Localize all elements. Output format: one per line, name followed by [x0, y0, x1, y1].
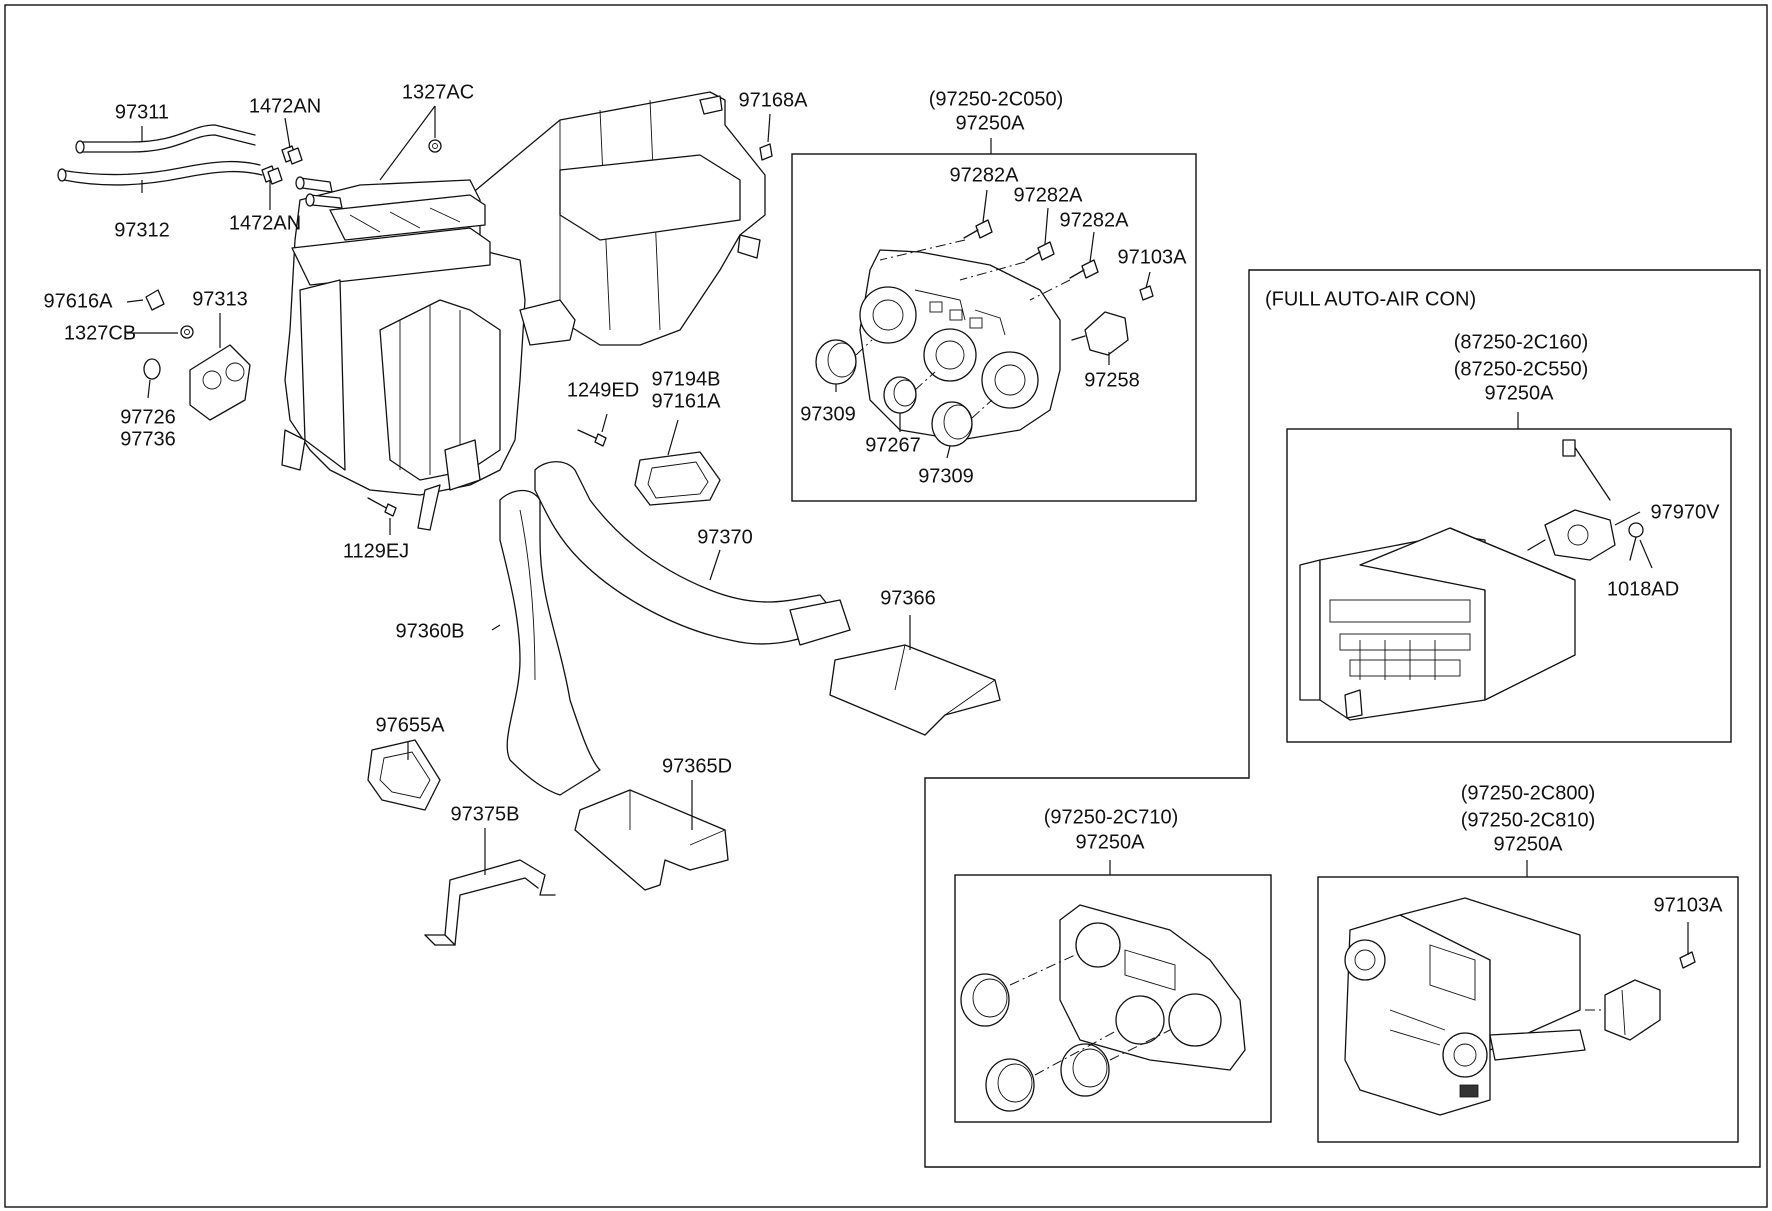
plate-97313	[189, 344, 251, 421]
label-97370: 97370	[697, 526, 753, 548]
label-97103a-2c800: 97103A	[1654, 894, 1724, 916]
label-97366: 97366	[880, 587, 936, 609]
screw-1129ej-icon	[367, 497, 397, 517]
label-97309-left: 97309	[800, 403, 856, 425]
label-97726: 97726	[120, 406, 176, 428]
actuator-97258	[1071, 311, 1129, 356]
label-full-auto-code2: (87250-2C550)	[1454, 358, 1589, 380]
label-2c800-code2: (97250-2C810)	[1461, 809, 1596, 831]
control-2c710-assembly	[960, 904, 1246, 1112]
label-control-std-code: (97250-2C050)	[929, 88, 1064, 110]
label-97311: 97311	[115, 101, 169, 123]
label-1327ac: 1327AC	[402, 81, 474, 103]
full-auto-control-unit	[1299, 439, 1644, 721]
control-std-box	[791, 153, 1197, 502]
screw-1018ad-icon	[1628, 522, 1644, 561]
control-std-assembly	[815, 219, 1154, 447]
label-1327cb: 1327CB	[64, 322, 136, 344]
label-1129ej: 1129EJ	[343, 540, 409, 562]
label-97616a: 97616A	[44, 290, 114, 312]
gasket-97161a	[634, 451, 721, 506]
label-2c800-code1: (97250-2C800)	[1461, 782, 1596, 804]
label-97258: 97258	[1084, 369, 1140, 391]
knob-97309-right	[931, 401, 973, 447]
vent-97365d	[574, 789, 729, 891]
label-97313: 97313	[192, 288, 248, 310]
label-2c710-part: 97250A	[1076, 831, 1146, 853]
label-97970v: 97970V	[1651, 501, 1721, 523]
label-97312: 97312	[114, 219, 170, 241]
label-97655a: 97655A	[376, 714, 446, 736]
gasket-97655a	[367, 739, 441, 811]
label-97103a: 97103A	[1118, 246, 1188, 268]
label-97375b: 97375B	[451, 803, 520, 825]
control-2c800-assembly	[1344, 897, 1696, 1116]
outer-frame	[4, 4, 1768, 1208]
heater-pipes	[295, 176, 343, 209]
label-97736: 97736	[120, 428, 176, 450]
vent-97366	[829, 644, 1001, 736]
label-97161a: 97161A	[652, 390, 722, 412]
label-1018ad: 1018AD	[1607, 578, 1679, 600]
label-97282a-2: 97282A	[1014, 184, 1084, 206]
control-2c710-box	[954, 874, 1272, 1123]
label-2c710-code: (97250-2C710)	[1044, 806, 1179, 828]
label-97282a-3: 97282A	[1060, 209, 1130, 231]
label-97194b: 97194B	[652, 368, 721, 390]
label-control-std-part: 97250A	[956, 112, 1026, 134]
label-97267: 97267	[865, 434, 921, 456]
leader-lines	[126, 105, 1689, 955]
knob-2c710-left	[960, 973, 1010, 1027]
knob-2c710-bottom-left	[985, 1058, 1035, 1112]
label-97365d: 97365D	[662, 755, 732, 777]
control-2c800-box	[1317, 876, 1739, 1143]
label-1249ed: 1249ED	[567, 379, 639, 401]
actuator-2c800	[1585, 979, 1661, 1041]
o-ring-97726-icon	[143, 358, 161, 380]
screw-97282a-3-icon	[1081, 259, 1099, 279]
heater-hoses	[57, 124, 263, 186]
pin-97168a-icon	[759, 143, 773, 161]
knob-2c710-bottom-right	[1060, 1043, 1110, 1097]
label-97282a-1: 97282A	[950, 164, 1020, 186]
bracket-97375b	[424, 859, 556, 946]
label-full-auto-code1: (87250-2C160)	[1454, 331, 1589, 353]
label-full-auto-part: 97250A	[1485, 382, 1555, 404]
label-97360b: 97360B	[396, 620, 465, 642]
label-1472an-bottom: 1472AN	[229, 212, 301, 234]
screw-97282a-2-icon	[1037, 241, 1055, 261]
label-2c800-part: 97250A	[1494, 833, 1564, 855]
nut-1327ac-icon	[428, 139, 442, 153]
label-1472an-top: 1472AN	[249, 95, 321, 117]
label-97309-right: 97309	[918, 465, 974, 487]
duct-97360b	[499, 489, 601, 796]
label-full-auto-title: (FULL AUTO-AIR CON)	[1265, 288, 1476, 310]
screw-97282a-1-icon	[975, 219, 993, 239]
nut-1327cb-icon	[180, 325, 194, 339]
full-auto-control-box	[1286, 428, 1732, 743]
duct-97370	[534, 461, 851, 646]
full-auto-frame	[924, 269, 1761, 1168]
part-labels: 97311 97312 1472AN 1472AN 1327AC 97168A …	[44, 81, 1724, 916]
knob-97309-left	[815, 339, 857, 385]
motor-97970v	[1527, 439, 1616, 561]
label-97168a: 97168A	[739, 89, 809, 111]
grommet-97616a-icon	[145, 289, 165, 311]
hose-clamps	[261, 145, 303, 185]
knob-97267	[883, 376, 917, 414]
screw-1249ed-icon	[577, 429, 607, 447]
heater-blower-unit	[281, 91, 766, 531]
